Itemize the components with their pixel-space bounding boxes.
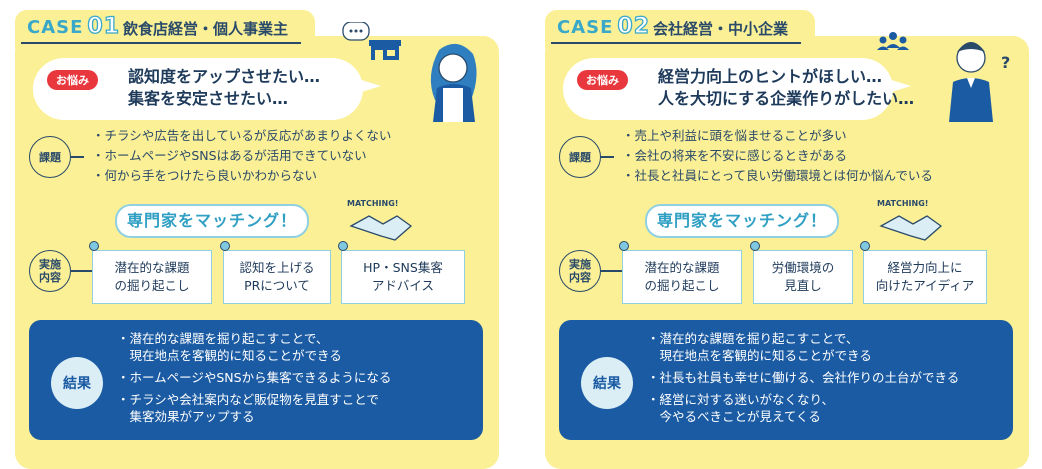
case-number: 02 bbox=[617, 13, 651, 39]
content-line: HP・SNS集客 bbox=[363, 260, 443, 275]
worry-line: 認知度をアップさせたい… bbox=[128, 67, 321, 86]
woman-icon bbox=[430, 43, 477, 122]
case-number: 01 bbox=[87, 13, 121, 39]
worry-bubble: お悩み 経営力向上のヒントがほしい… 人を大切にする企業作りがしたい… bbox=[563, 58, 914, 120]
pin-icon bbox=[220, 241, 230, 251]
result-item: ・チラシや会社案内など販促物を見直すことで 集客効果がアップする bbox=[117, 392, 379, 424]
content-line: の掘り起こし bbox=[114, 278, 190, 293]
worry-line: 集客を安定させたい… bbox=[128, 89, 289, 108]
chat-bubble-icon bbox=[342, 22, 370, 41]
results-list: ・潜在的な課題を掘り起こすことで、 現在地点を客観的に知ることができる ・ホーム… bbox=[117, 330, 391, 430]
worry-text: 経営力向上のヒントがほしい… 人を大切にする企業作りがしたい… bbox=[658, 66, 914, 110]
result-item: ・潜在的な課題を掘り起こすことで、 現在地点を客観的に知ることができる bbox=[647, 331, 872, 363]
connector-line bbox=[70, 156, 84, 158]
content-line: 労働環境の bbox=[771, 260, 835, 275]
pin-icon bbox=[750, 241, 760, 251]
matching-stamp: MATCHING! bbox=[877, 199, 928, 208]
worry-badge: お悩み bbox=[47, 70, 98, 90]
result-box: 結果 ・潜在的な課題を掘り起こすことで、 現在地点を客観的に知ることができる ・… bbox=[559, 320, 1013, 440]
connector-line bbox=[70, 270, 92, 272]
matching-stamp: MATCHING! bbox=[347, 199, 398, 208]
issue-item: ・会社の将来を不安に感じるときがある bbox=[622, 148, 848, 163]
content-label-line: 内容 bbox=[39, 271, 61, 284]
pin-icon bbox=[860, 241, 870, 251]
matching-banner: 専門家をマッチング！ bbox=[115, 204, 309, 238]
content-label-line: 内容 bbox=[569, 271, 591, 284]
issues-list: ・チラシや広告を出しているが反応があまりよくない ・ホームページやSNSはあるが… bbox=[92, 126, 391, 186]
businessman-illustration: ? bbox=[877, 32, 1010, 122]
worry-text: 認知度をアップさせたい… 集客を安定させたい… bbox=[128, 66, 320, 110]
content-line: 潜在的な課題 bbox=[644, 260, 720, 275]
handshake-icon: MATCHING! bbox=[347, 199, 413, 241]
issues-label: 課題 bbox=[559, 136, 601, 178]
content-line: PRについて bbox=[244, 278, 310, 293]
content-line: 認知を上げる bbox=[239, 260, 315, 275]
shop-icon bbox=[369, 40, 401, 60]
issue-item: ・チラシや広告を出しているが反応があまりよくない bbox=[92, 128, 392, 143]
result-item: ・潜在的な課題を掘り起こすことで、 現在地点を客観的に知ることができる bbox=[117, 331, 342, 363]
question-icon: ? bbox=[1001, 53, 1010, 72]
content-box: 潜在的な課題の掘り起こし bbox=[89, 241, 212, 304]
content-line: 経営力向上に bbox=[887, 260, 963, 275]
content-line: の掘り起こし bbox=[644, 278, 720, 293]
issue-item: ・何から手をつけたら良いかわからない bbox=[92, 168, 318, 183]
issue-item: ・ホームページやSNSはあるが活用できていない bbox=[92, 148, 367, 163]
results-list: ・潜在的な課題を掘り起こすことで、 現在地点を客観的に知ることができる ・社長も… bbox=[647, 330, 959, 430]
content-label: 実施内容 bbox=[29, 250, 71, 292]
result-label: 結果 bbox=[51, 357, 103, 409]
content-label-line: 実施 bbox=[39, 258, 61, 271]
content-line: 向けたアイディア bbox=[875, 278, 975, 293]
connector-line bbox=[600, 270, 622, 272]
worry-line: 経営力向上のヒントがほしい… bbox=[658, 67, 883, 86]
team-icon bbox=[877, 32, 909, 50]
case-prefix: CASE bbox=[557, 17, 614, 38]
content-line: 見直し bbox=[784, 278, 822, 293]
result-box: 結果 ・潜在的な課題を掘り起こすことで、 現在地点を客観的に知ることができる ・… bbox=[29, 320, 483, 440]
content-box: 潜在的な課題の掘り起こし bbox=[619, 241, 742, 304]
matching-banner: 専門家をマッチング！ bbox=[645, 204, 839, 238]
case-title: 飲食店経営・個人事業主 bbox=[123, 20, 289, 38]
content-label: 実施内容 bbox=[559, 250, 601, 292]
result-item: ・ホームページやSNSから集客できるようになる bbox=[117, 370, 392, 385]
content-label-line: 実施 bbox=[569, 258, 591, 271]
result-item: ・社長も社員も幸せに働ける、会社作りの土台ができる bbox=[647, 370, 960, 385]
connector-line bbox=[600, 156, 614, 158]
content-box: 経営力向上に向けたアイディア bbox=[860, 241, 987, 304]
issues-list: ・売上や利益に頭を悩ませることが多い ・会社の将来を不安に感じるときがある ・社… bbox=[622, 126, 933, 186]
case-title: 会社経営・中小企業 bbox=[653, 20, 789, 38]
issues-label: 課題 bbox=[29, 136, 71, 178]
content-line: アドバイス bbox=[371, 278, 435, 293]
case-prefix: CASE bbox=[27, 17, 84, 38]
title-underline bbox=[551, 42, 801, 44]
worry-bubble: お悩み 認知度をアップさせたい… 集客を安定させたい… bbox=[33, 58, 381, 120]
pin-icon bbox=[338, 241, 348, 251]
pin-icon bbox=[89, 241, 99, 251]
issue-item: ・売上や利益に頭を悩ませることが多い bbox=[622, 128, 847, 143]
content-box: 認知を上げる PRについて bbox=[220, 241, 331, 304]
businessman-icon bbox=[949, 42, 993, 122]
content-box: 労働環境の見直し bbox=[750, 241, 853, 304]
issue-item: ・社長と社員にとって良い労働環境とは何か悩んでいる bbox=[622, 168, 933, 183]
content-box: HP・SNS集客アドバイス bbox=[338, 241, 465, 304]
pin-icon bbox=[619, 241, 629, 251]
shop-owner-illustration bbox=[342, 22, 477, 122]
worry-badge: お悩み bbox=[577, 70, 628, 90]
worry-line: 人を大切にする企業作りがしたい… bbox=[658, 89, 915, 108]
result-label: 結果 bbox=[581, 357, 633, 409]
content-line: 潜在的な課題 bbox=[114, 260, 190, 275]
title-underline bbox=[21, 42, 301, 44]
handshake-icon: MATCHING! bbox=[877, 199, 943, 241]
result-item: ・経営に対する迷いがなくなり、 今やるべきことが見えてくる bbox=[647, 392, 835, 424]
